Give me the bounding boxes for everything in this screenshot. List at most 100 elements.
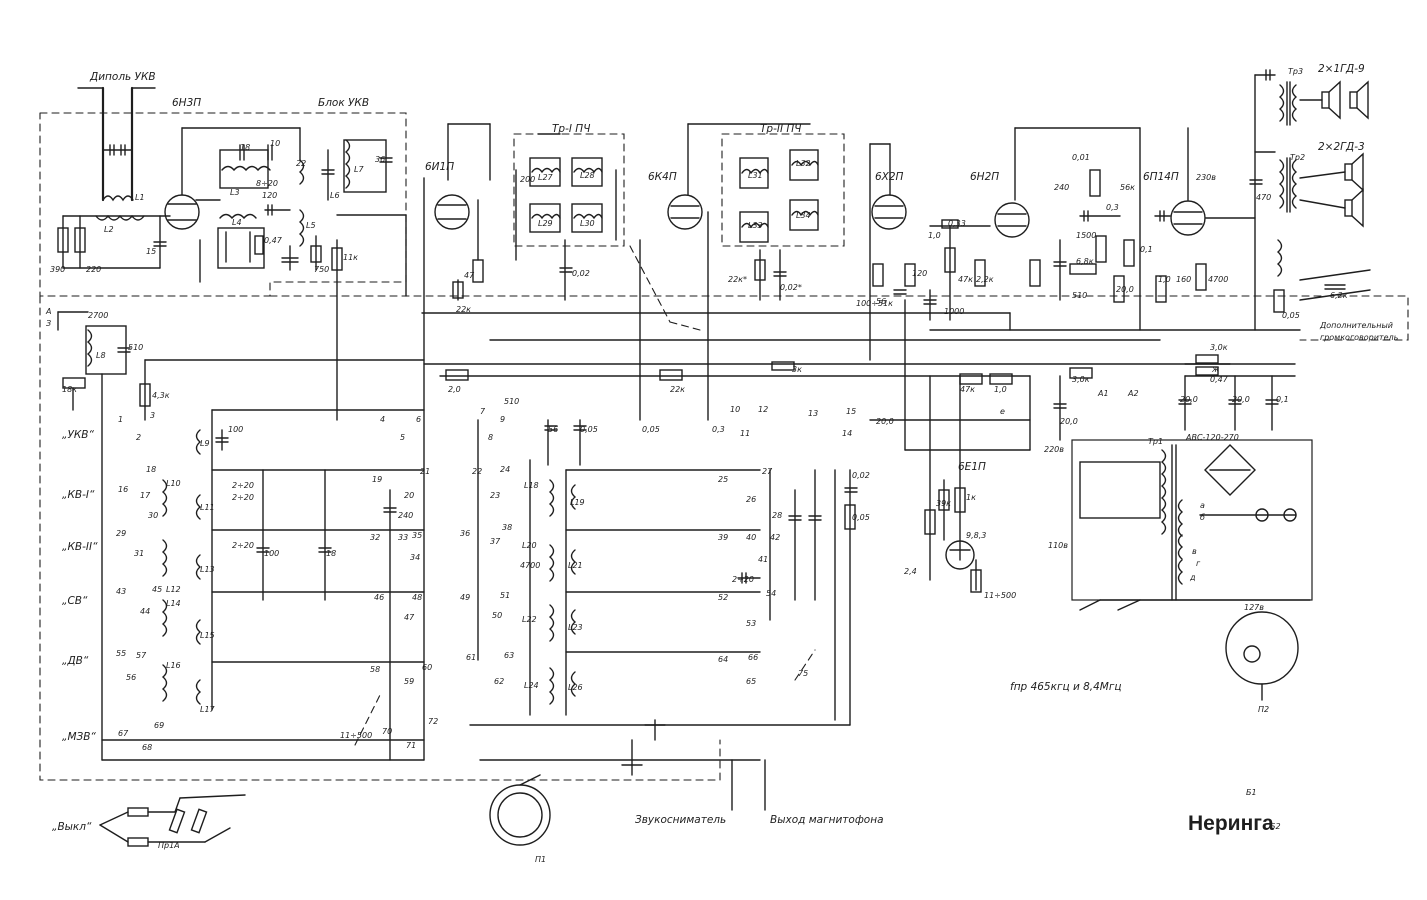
component-value-label: 1500: [1076, 231, 1096, 240]
switch-contact-label: 30: [148, 511, 158, 520]
component-value-label: 22к: [670, 385, 685, 394]
switch-contact-label: 67: [118, 729, 129, 738]
power-supply: [1071, 439, 1313, 701]
inductor-label: L4: [232, 218, 242, 227]
switch-contact-label: 29: [116, 529, 126, 538]
component-value-label: 75: [798, 669, 808, 678]
switch-contact-label: 62: [494, 677, 504, 686]
component-value-label: 2,0: [448, 385, 461, 394]
switch-contact-label: 14: [842, 429, 852, 438]
component-value-label: 120: [262, 191, 277, 200]
switch-contact-label: 16: [118, 485, 128, 494]
component-value-label: 2÷20: [732, 575, 754, 584]
component-value-label: 20,0: [1060, 417, 1078, 426]
misc-label: д: [1189, 573, 1196, 582]
band-coils-left: [161, 409, 425, 711]
tube-label-6x2p: 6Х2П: [875, 171, 904, 183]
switch-contact-label: 41: [758, 555, 768, 564]
component-value-label: 22к*: [728, 275, 747, 284]
inductor-label: L2: [104, 225, 114, 234]
tube-label-6e1p: 6Е1П: [958, 461, 986, 473]
misc-label: З: [46, 319, 51, 328]
band-label-sv: „СВ“: [62, 595, 88, 607]
component-value-label: 3,0к: [1210, 343, 1228, 352]
switch-contact-label: 31: [134, 549, 144, 558]
switch-contact-label: 46: [374, 593, 384, 602]
band-label-kv1: „КВ-I“: [62, 489, 95, 501]
switch-contact-label: 22: [472, 467, 482, 476]
voltage-110: 110в: [1048, 541, 1068, 550]
misc-label: а: [1200, 501, 1205, 510]
component-value-label: 2700: [88, 311, 108, 320]
switch-contact-label: 37: [490, 537, 501, 546]
component-value-label: 18: [326, 549, 336, 558]
inductor-label: L34: [796, 211, 811, 220]
inductor-label: L16: [166, 661, 181, 670]
label-extra-speaker-2: громкоговоритель: [1320, 333, 1399, 342]
switch-contact-label: 6: [416, 415, 421, 424]
component-value-label: 0,01: [1072, 153, 1090, 162]
dashed-block-outlines: [39, 112, 1409, 781]
switch-contact-label: 21: [420, 467, 430, 476]
component-value-label: 2,4: [904, 567, 917, 576]
component-value-label: 4,3к: [152, 391, 170, 400]
switch-contact-label: 61: [466, 653, 476, 662]
band-label-ukv: „УКВ“: [62, 429, 94, 441]
component-value-label: 20,0: [876, 417, 894, 426]
main-buses: [405, 74, 1301, 761]
switch-contact-label: 13: [808, 409, 818, 418]
switch-contact-label: 66: [748, 653, 758, 662]
label-off-switch: „Выкл“: [52, 821, 92, 833]
switch-contact-label: 38: [502, 523, 512, 532]
switch-contact-label: 24: [500, 465, 510, 474]
label-ifa1: Тр-I ПЧ: [552, 123, 590, 135]
inductor-label: L11: [200, 503, 215, 512]
component-value-label: 22к: [456, 305, 471, 314]
inductor-label: L10: [166, 479, 181, 488]
component-value-label: 240: [398, 511, 413, 520]
misc-label: б: [1200, 513, 1205, 522]
inductor-label: L27: [538, 173, 554, 182]
component-value-label: 11÷500: [340, 731, 372, 740]
switch-contact-label: 53: [746, 619, 756, 628]
switch-contact-label: 34: [410, 553, 420, 562]
label-extra-speaker-1: Дополнительный: [1319, 321, 1393, 330]
misc-label: Б2: [1270, 822, 1281, 831]
misc-label: г: [1196, 559, 1201, 568]
component-value-label: 0,3: [712, 425, 725, 434]
component-value-label: 47к: [960, 385, 975, 394]
label-tr2: Тр2: [1290, 153, 1305, 162]
component-value-label: 1,0: [994, 385, 1007, 394]
component-value-label: 2,2к: [976, 275, 994, 284]
component-value-label: 6,2к: [1330, 291, 1348, 300]
component-value-label: 510: [504, 397, 519, 406]
misc-label: А: [45, 307, 51, 316]
voltage-127: 127в: [1244, 603, 1264, 612]
component-value-label: 0,05: [1282, 311, 1300, 320]
af-stages: [923, 69, 1371, 321]
bottom-connectors: [99, 719, 766, 847]
switch-contact-label: 60: [422, 663, 432, 672]
switch-contact-label: 48: [412, 593, 422, 602]
switch-contact-label: 10: [730, 405, 740, 414]
switch-contact-label: 4: [380, 415, 385, 424]
component-value-label: 8÷20: [256, 179, 278, 188]
component-value-label: 11к: [343, 253, 358, 262]
component-value-label: 2÷20: [232, 493, 254, 502]
component-value-label: 0,05: [852, 513, 870, 522]
component-value-label: 390: [50, 265, 65, 274]
switch-contact-label: 27: [762, 467, 773, 476]
switch-contact-label: 45: [152, 585, 162, 594]
switch-contact-label: 7: [480, 407, 486, 416]
misc-label: A1: [1097, 389, 1109, 398]
label-dipole: Диполь УКВ: [89, 71, 156, 83]
component-value-label: 510: [1072, 291, 1087, 300]
switch-contact-label: 20: [404, 491, 414, 500]
component-value-label: 160: [1176, 275, 1191, 284]
component-value-label: 750: [314, 265, 329, 274]
component-value-label: 0,05: [642, 425, 660, 434]
label-pickup: Звукосниматель: [635, 814, 726, 826]
switch-contact-label: 51: [500, 591, 510, 600]
